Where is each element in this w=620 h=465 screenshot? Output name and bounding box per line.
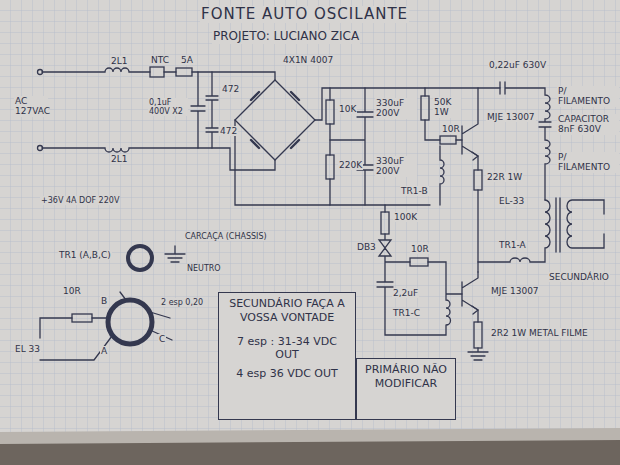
label-text: 50K 1W — [433, 97, 461, 118]
label-text: 22R 1W — [486, 172, 523, 182]
drawing-part — [42, 68, 150, 72]
drawing-part — [165, 246, 185, 262]
drawing-part — [330, 88, 373, 205]
label-text: MJE 13007 — [490, 286, 540, 296]
drawing-part — [377, 205, 462, 335]
drawing-part — [108, 300, 152, 344]
drawing-part — [42, 148, 275, 170]
drawing-part — [0, 428, 620, 444]
label-text: 0,1uF 400V X2 — [148, 98, 188, 116]
note-box: PRIMÁRIO NÃO MODIFICAR — [356, 358, 456, 420]
label-text: 2L1 — [110, 56, 128, 66]
drawing-part — [440, 146, 444, 205]
drawing-part — [150, 67, 164, 77]
drawing-part — [472, 152, 478, 160]
label-text: EL 33 — [14, 344, 41, 354]
label-text: 472 — [219, 126, 238, 136]
label-text: B — [100, 296, 108, 306]
drawing-part — [567, 200, 604, 248]
label-text: 472 — [221, 84, 240, 94]
label-text: AC 127VAC — [14, 96, 48, 117]
label-text: MJE 13007 — [486, 112, 536, 122]
label-text: P/ FILAMENTO — [557, 152, 619, 173]
label-text: SECUNDÁRIO — [548, 272, 610, 282]
paper — [0, 0, 620, 444]
drawing-part — [472, 306, 478, 314]
circuit-wires — [38, 67, 605, 360]
drawing-part — [326, 155, 334, 179]
label-text: +36V 4A DOF 220V — [40, 196, 120, 205]
label-text: TR1-C — [392, 308, 421, 318]
label-text: 330uF 200V — [375, 98, 417, 119]
drawing-part — [251, 92, 299, 148]
label-text: 2L1 — [110, 154, 128, 164]
note-text: SECUNDÁRIO FAÇA A VOSSA VONTADE — [224, 297, 350, 325]
drawing-part — [462, 272, 488, 360]
note-text: 4 esp 36 VDC OUT — [224, 367, 350, 381]
drawing-part — [206, 72, 218, 148]
drawing-part — [478, 200, 550, 262]
label-text: 330uF 200V — [375, 156, 417, 177]
label-text: P/ FILAMENTO — [557, 86, 619, 107]
label-text: NEUTRO — [186, 264, 222, 273]
label-text: CARCAÇA (CHASSIS) — [184, 232, 268, 241]
label-text: TR1-A — [498, 240, 527, 250]
drawing-part — [192, 72, 275, 80]
drawing-part — [0, 0, 620, 432]
label-text: A — [100, 346, 108, 356]
label-text: DB3 — [356, 242, 377, 252]
drawing-part — [425, 88, 462, 140]
drawing-part — [462, 88, 478, 272]
label-text: 2R2 1W METAL FILME — [490, 328, 589, 338]
drawing-part — [315, 88, 500, 120]
note-text: PRIMÁRIO NÃO MODIFICAR — [362, 363, 450, 391]
drawing-part — [128, 246, 152, 270]
page-title: FONTE AUTO OSCILANTE — [200, 6, 409, 23]
label-text: 10R — [441, 124, 461, 134]
label-text: TR1-B — [400, 186, 429, 196]
drawing-part — [164, 71, 176, 72]
note-box: SECUNDÁRIO FAÇA A VOSSA VONTADE 7 esp : 3… — [218, 292, 356, 420]
drawing-part — [410, 258, 428, 266]
label-text: 220K — [338, 160, 363, 170]
drawing-part — [0, 0, 620, 432]
label-text: 0,22uF 630V — [488, 60, 547, 70]
drawing-part — [235, 80, 315, 160]
drawing-part — [326, 100, 334, 124]
drawing-part — [556, 198, 560, 252]
label-text: 10K — [338, 104, 357, 114]
label-text: 4X1N 4007 — [282, 55, 334, 65]
drawing-part — [235, 120, 430, 205]
label-text: 10R — [410, 244, 430, 254]
label-text: C — [158, 334, 166, 344]
drawing-part — [191, 72, 205, 148]
label-text: 2 esp 0,20 — [160, 298, 204, 307]
label-text: CAPACITOR 8nF 630V — [557, 114, 619, 135]
drawing-part — [381, 212, 389, 234]
drawing-part — [40, 292, 172, 360]
drawing-part — [440, 136, 456, 144]
drawing-part — [176, 68, 192, 76]
label-text: 10R — [62, 286, 82, 296]
drawing-part — [329, 88, 330, 205]
drawing-part — [474, 322, 482, 348]
label-text: EL-33 — [498, 196, 525, 206]
drawing-part — [72, 314, 92, 322]
label-text: PROJETO: LUCIANO ZICA — [212, 30, 360, 44]
label-text: 2,2uF — [392, 288, 419, 298]
note-text: 7 esp : 31-34 VDC OUT — [224, 335, 350, 363]
drawing-part — [474, 170, 482, 190]
label-text: 100K — [393, 212, 418, 222]
label-text: 5A — [180, 55, 194, 65]
label-text: TR1 (A,B,C) — [58, 250, 112, 260]
label-text: NTC — [150, 55, 170, 65]
drawing-part — [421, 96, 429, 120]
